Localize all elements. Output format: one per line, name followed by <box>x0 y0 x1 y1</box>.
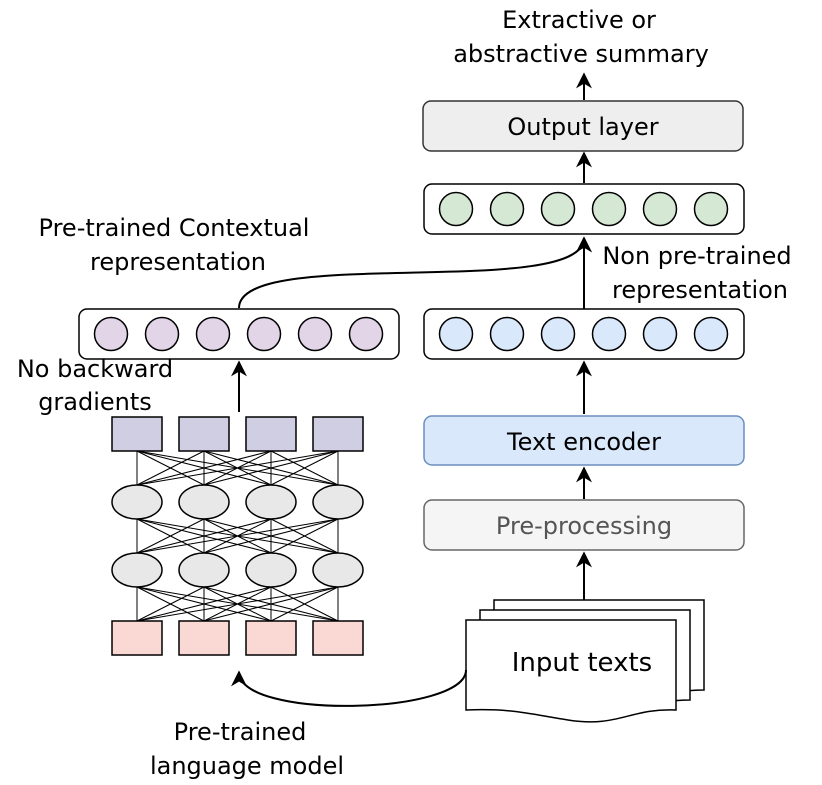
pretrained-contextual-label-line2: representation <box>90 248 266 276</box>
noncontextual-node-3 <box>540 316 576 352</box>
noncontextual-node-6 <box>693 316 729 352</box>
pretrained-contextual-label-line1: Pre-trained Contextual <box>39 214 310 242</box>
lm-connection <box>203 518 339 554</box>
output-layer-label: Output layer <box>507 113 658 141</box>
combined-node-2 <box>489 191 525 227</box>
lm-input-unit-4 <box>312 620 364 656</box>
lm-hidden2-unit-2 <box>178 552 230 588</box>
arrow-input-to-lm <box>231 669 467 707</box>
noncontextual-node-4 <box>591 316 627 352</box>
blue-nodes <box>438 316 729 352</box>
lm-output-unit-1 <box>111 416 163 452</box>
lm-hidden2-unit-3 <box>245 552 297 588</box>
preprocessing-box: Pre-processing <box>423 499 745 551</box>
arrow-contextual-to-combined <box>238 236 592 309</box>
plm-label-line1: Pre-trained <box>174 718 307 746</box>
purple-nodes <box>93 316 384 352</box>
pretrained-language-model-network <box>111 416 364 656</box>
output-layer-box: Output layer <box>422 100 744 152</box>
lm-connection <box>136 450 339 486</box>
lm-connection <box>203 450 339 486</box>
combined-node-5 <box>642 191 678 227</box>
lm-hidden1-unit-3 <box>245 484 297 520</box>
lm-connection <box>136 450 205 486</box>
lm-connection <box>136 518 272 554</box>
no-backward-label-line1: No backward <box>17 355 173 383</box>
preprocessing-label: Pre-processing <box>496 512 672 540</box>
input-texts-label: Input texts <box>512 648 652 678</box>
summary-label-line2: abstractive summary <box>453 40 709 68</box>
lm-connection <box>270 586 339 622</box>
lm-output-unit-4 <box>312 416 364 452</box>
combined-node-6 <box>693 191 729 227</box>
no-backward-label-line2: gradients <box>38 388 152 416</box>
pretrained-representation-row <box>78 308 400 360</box>
non-pretrained-label-line2: representation <box>612 276 788 304</box>
lm-connection <box>136 586 339 622</box>
plm-label-line2: language model <box>150 752 344 780</box>
lm-hidden2-unit-4 <box>312 552 364 588</box>
lm-hidden1-unit-2 <box>178 484 230 520</box>
lm-connection <box>136 586 205 622</box>
noncontextual-node-5 <box>642 316 678 352</box>
non-pretrained-representation-row <box>423 308 745 360</box>
lm-hidden1-unit-4 <box>312 484 364 520</box>
lm-connection <box>270 518 339 554</box>
lm-connection <box>136 586 272 622</box>
combined-node-3 <box>540 191 576 227</box>
input-texts-documents: Input texts <box>465 599 705 723</box>
lm-output-unit-3 <box>245 416 297 452</box>
contextual-node-3 <box>195 316 231 352</box>
text-encoder-box: Text encoder <box>423 415 745 466</box>
lm-connection <box>203 586 339 622</box>
noncontextual-node-2 <box>489 316 525 352</box>
combined-node-4 <box>591 191 627 227</box>
lm-input-unit-1 <box>111 620 163 656</box>
lm-input-unit-2 <box>178 620 230 656</box>
summary-label-line1: Extractive or <box>502 6 656 34</box>
lm-input-unit-3 <box>245 620 297 656</box>
green-nodes <box>438 191 729 227</box>
lm-connection <box>136 518 205 554</box>
contextual-node-4 <box>246 316 282 352</box>
lm-connection <box>270 450 339 486</box>
lm-hidden1-unit-1 <box>111 484 163 520</box>
contextual-node-2 <box>144 316 180 352</box>
combined-node-1 <box>438 191 474 227</box>
combined-representation-row <box>423 183 745 235</box>
lm-connection <box>136 518 339 554</box>
non-pretrained-label-line1: Non pre-trained <box>602 242 791 270</box>
text-encoder-label: Text encoder <box>506 428 661 456</box>
lm-hidden2-unit-1 <box>111 552 163 588</box>
noncontextual-node-1 <box>438 316 474 352</box>
lm-output-unit-2 <box>178 416 230 452</box>
contextual-node-1 <box>93 316 129 352</box>
lm-connection <box>136 450 272 486</box>
contextual-node-6 <box>348 316 384 352</box>
contextual-node-5 <box>297 316 333 352</box>
